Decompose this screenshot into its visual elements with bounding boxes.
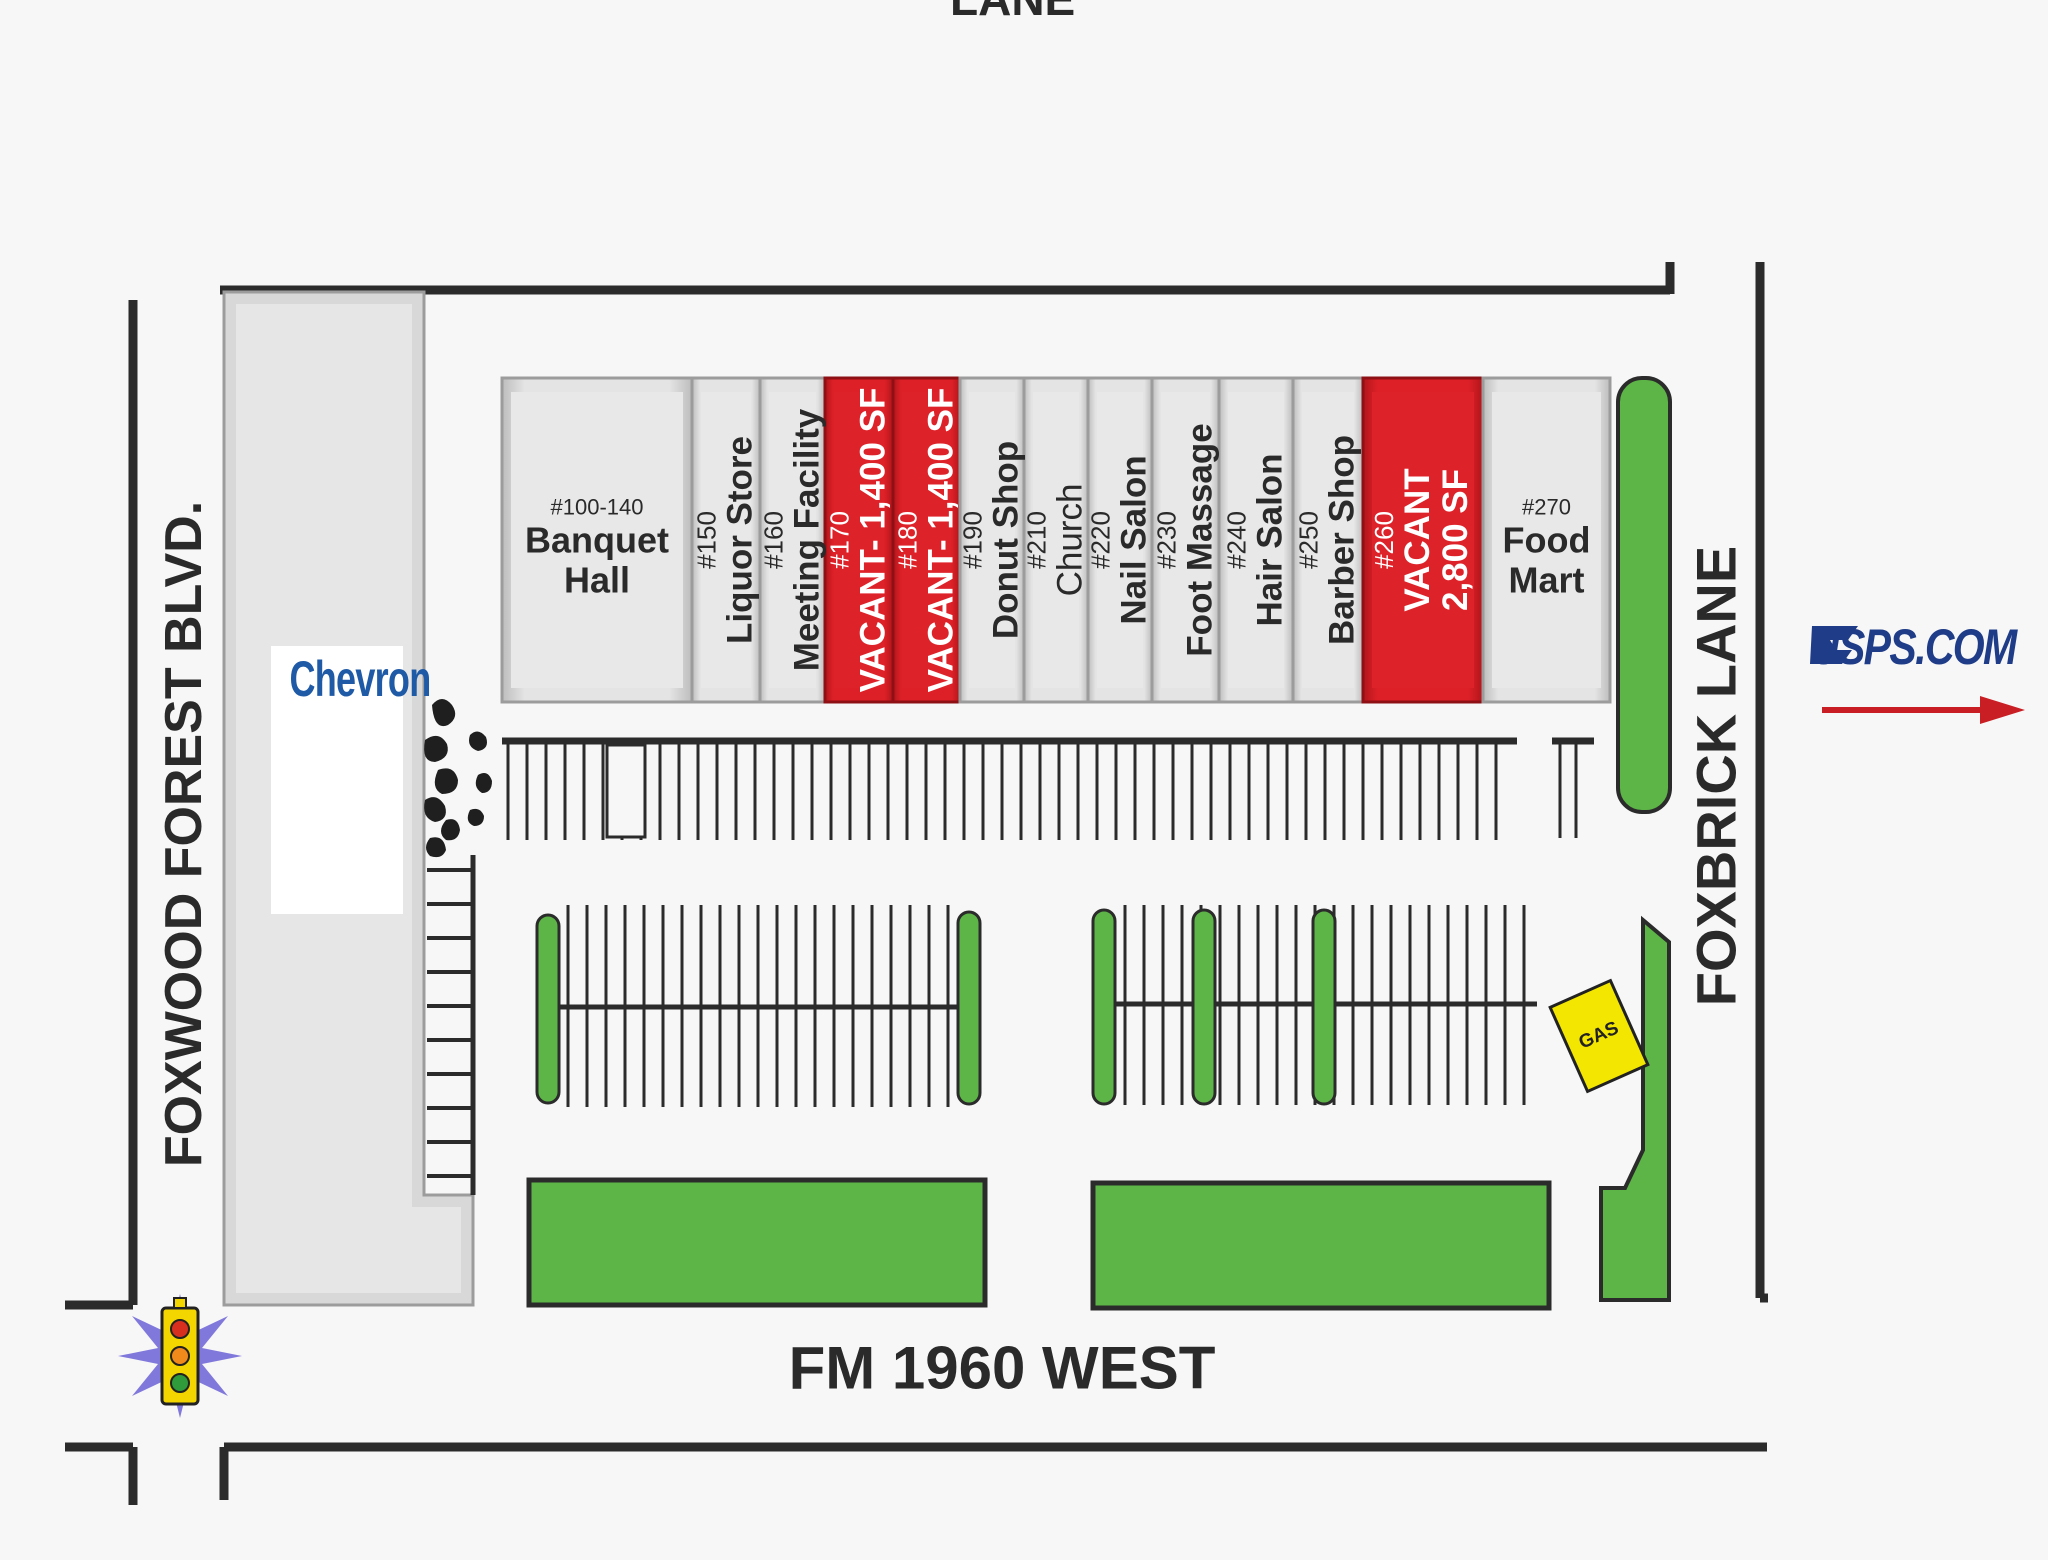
parking-row-left (535, 905, 982, 1107)
unit-tenant-8[interactable] (1086, 376, 1154, 704)
unit-size: 2,800 SF (1436, 468, 1476, 612)
chevron-sign: Chevron (271, 646, 431, 914)
unit-name: Liquor Store (720, 435, 760, 645)
unit-vacant-4[interactable] (823, 376, 895, 704)
unit-tenant-6[interactable] (958, 376, 1026, 704)
unit-number: #100-140 (550, 494, 644, 520)
unit-name: VACANT- 1,400 SF (920, 387, 960, 693)
usps-eagle-icon (1810, 626, 1858, 664)
loading-bay (605, 743, 647, 839)
unit-tenant-11[interactable] (1291, 376, 1365, 704)
unit-number: #260 (1369, 511, 1400, 569)
arrow-right-icon (1822, 696, 2025, 724)
unit-number: #220 (1085, 511, 1116, 569)
unit-number: #210 (1021, 511, 1052, 569)
unit-number: #160 (757, 511, 788, 569)
unit-number: #190 (957, 511, 988, 569)
landscape-island (1311, 908, 1337, 1106)
road-lines (65, 262, 1768, 1505)
landscape-island (535, 913, 561, 1105)
unit-name: Nail Salon (1114, 455, 1154, 625)
road-label-west: FOXWOOD FOREST BLVD. (155, 500, 213, 1168)
unit-number: #270 (1522, 494, 1571, 520)
unit-number: #230 (1150, 511, 1181, 569)
landscape-front-left (526, 1177, 988, 1308)
side-parking-stripes (427, 868, 473, 1178)
front-parking-stripes (506, 741, 1578, 840)
unit-tenant-10[interactable] (1217, 376, 1295, 704)
retail-strip (500, 376, 1612, 704)
road-label-south: FM 1960 WEST (788, 1334, 1216, 1402)
unit-vacant-12[interactable] (1361, 376, 1485, 704)
unit-tenant-3[interactable] (758, 376, 827, 704)
unit-name: Food Mart (1502, 519, 1591, 601)
landscape-island (956, 910, 982, 1106)
landscape-strip-east-upper (1616, 376, 1672, 814)
chevron-brand: Chevron (289, 651, 431, 707)
unit-number: #170 (824, 511, 855, 569)
unit-name: Meeting Facility (786, 408, 826, 672)
unit-tenant-13[interactable] (1481, 376, 1612, 704)
unit-name: Banquet Hall (525, 519, 669, 601)
road-label-top-partial: LANE (950, 0, 1075, 26)
traffic-light-icon (118, 1294, 242, 1418)
unit-number: #180 (891, 511, 922, 569)
unit-number: #240 (1221, 511, 1252, 569)
unit-tenant-7[interactable] (1022, 376, 1090, 704)
unit-tenant-1[interactable] (500, 376, 694, 704)
landscape-island (1091, 908, 1117, 1106)
usps-label: USPS.COM (1810, 619, 2017, 675)
shrub-cluster (424, 699, 492, 858)
landscape-front-right (1090, 1180, 1552, 1311)
landscape-strip-east-lower (1599, 915, 1671, 1302)
unit-name: Hair Salon (1250, 453, 1290, 627)
landscape-island (1191, 908, 1217, 1106)
unit-number: #250 (1293, 511, 1324, 569)
unit-tenant-9[interactable] (1150, 376, 1221, 704)
unit-name: VACANT- 1,400 SF (853, 387, 893, 693)
unit-name: Church (1050, 483, 1090, 597)
unit-name: VACANT (1397, 468, 1437, 612)
unit-name: Foot Massage (1179, 423, 1219, 657)
unit-number: #150 (691, 511, 722, 569)
gas-sign (1548, 978, 1650, 1094)
parking-row-right (1091, 905, 1537, 1106)
unit-name: Donut Shop (986, 440, 1026, 640)
road-label-east: FOXBRICK LANE (1684, 545, 1748, 1007)
unit-vacant-5[interactable] (891, 376, 962, 704)
unit-tenant-2[interactable] (690, 376, 762, 704)
unit-name: Barber Shop (1322, 434, 1362, 646)
